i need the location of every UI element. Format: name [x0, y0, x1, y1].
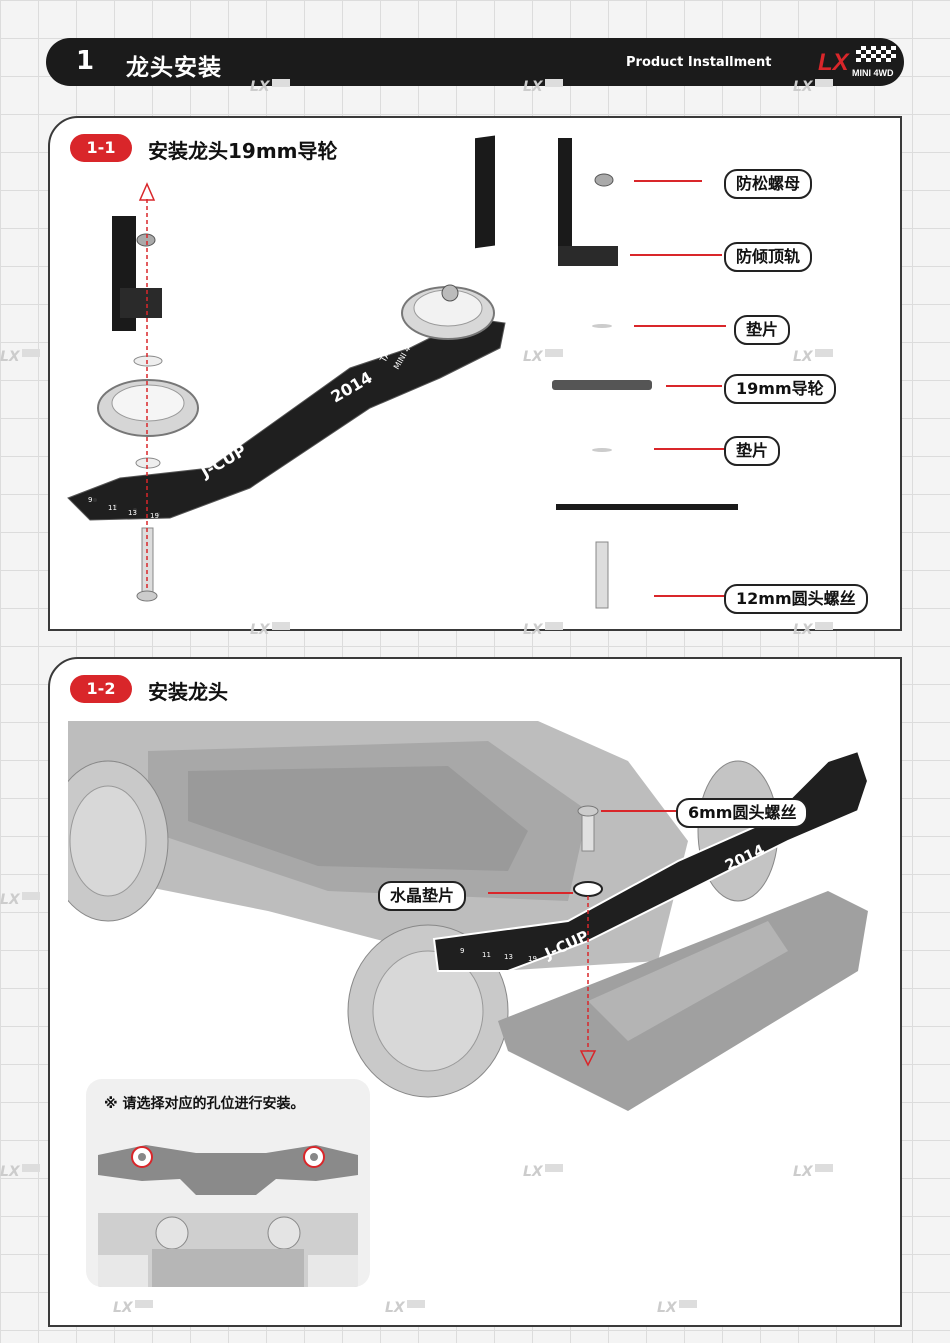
part-label-19mm-roller: 19mm导轮	[724, 374, 836, 404]
svg-text:9: 9	[460, 947, 464, 955]
lx-watermark-logo: LX	[0, 892, 40, 908]
svg-text:LX: LX	[523, 1164, 544, 1180]
label-6mm-screw: 6mm圆头螺丝	[676, 798, 809, 828]
svg-text:13: 13	[128, 509, 137, 517]
part-label-lock-nut: 防松螺母	[724, 169, 813, 199]
svg-text:LX: LX	[793, 349, 814, 365]
svg-text:11: 11	[108, 504, 117, 512]
label-crystal-spacer: 水晶垫片	[378, 881, 467, 911]
svg-text:LX: LX	[818, 49, 851, 76]
lx-watermark-logo: LX	[523, 79, 563, 95]
step-2-panel: 1-2 安装龙头 J-CUP 2014 9 11 13 19 6mm圆头螺丝	[48, 657, 902, 1327]
svg-text:9: 9	[88, 496, 92, 504]
lx-watermark-logo: LX	[0, 1164, 40, 1180]
lx-watermark-logo: LX	[793, 349, 833, 365]
lx-watermark-logo: LX	[0, 349, 40, 365]
svg-text:LX: LX	[250, 622, 271, 638]
svg-text:LX: LX	[523, 622, 544, 638]
step-title: 安装龙头	[148, 680, 228, 704]
svg-text:11: 11	[482, 951, 491, 959]
svg-text:LX: LX	[0, 349, 21, 365]
part-label-12mm-screw: 12mm圆头螺丝	[724, 584, 868, 614]
note-text: ※ 请选择对应的孔位进行安装。	[104, 1096, 305, 1112]
lx-watermark-logo: LX	[793, 1164, 833, 1180]
svg-text:LX: LX	[250, 79, 271, 95]
leader-lines	[630, 180, 726, 597]
step-badge: 1-2	[70, 675, 132, 703]
lx-watermark-logo: LX	[523, 349, 563, 365]
lx-mini4wd-logo: LX MINI 4WD	[818, 46, 896, 78]
section-header: 1 龙头安装 Product Installment LX MINI 4WD	[46, 38, 904, 86]
svg-text:LX: LX	[0, 892, 21, 908]
lx-watermark-logo: LX	[793, 622, 833, 638]
hole-selection-note: ※ 请选择对应的孔位进行安装。	[86, 1079, 370, 1287]
guide-roller-assembly-illustration: J-CUP 2014 TAMIYA MINI 4WD 9 11 13 19	[67, 135, 506, 602]
lx-watermark-logo: LX	[250, 622, 290, 638]
svg-text:LX: LX	[793, 1164, 814, 1180]
svg-text:LX: LX	[523, 349, 544, 365]
svg-text:MINI 4WD: MINI 4WD	[852, 68, 894, 78]
lx-watermark-logo: LX	[113, 1300, 153, 1316]
chassis-installation-illustration: J-CUP 2014 9 11 13 19	[68, 721, 870, 1111]
lx-watermark-logo: LX	[250, 79, 290, 95]
svg-text:LX: LX	[523, 79, 544, 95]
svg-text:19: 19	[150, 512, 159, 520]
exploded-parts-illustration	[552, 138, 738, 609]
hole-position-diagram	[98, 1145, 358, 1287]
lx-watermark-logo: LX	[793, 79, 833, 95]
section-number: 1	[76, 46, 95, 76]
lx-watermark-logo: LX	[523, 622, 563, 638]
part-label-anti-roll-rail: 防倾顶轨	[724, 242, 813, 272]
svg-text:19: 19	[528, 955, 537, 963]
step-title: 安装龙头19mm导轮	[148, 139, 338, 163]
part-label-washer-2: 垫片	[724, 436, 781, 466]
section-subtitle: Product Installment	[626, 55, 772, 70]
section-title: 龙头安装	[126, 55, 222, 81]
step-badge: 1-1	[70, 134, 132, 162]
lx-watermark-logo: LX	[657, 1300, 697, 1316]
svg-text:LX: LX	[793, 79, 814, 95]
part-label-washer: 垫片	[734, 315, 791, 345]
svg-text:LX: LX	[793, 622, 814, 638]
lx-watermark-logo: LX	[385, 1300, 425, 1316]
lx-watermark-logo: LX	[523, 1164, 563, 1180]
svg-text:13: 13	[504, 953, 513, 961]
step-1-panel: 1-1 安装龙头19mm导轮 J-CUP 2014 TAMIYA MINI 4W…	[48, 116, 902, 631]
svg-text:LX: LX	[657, 1300, 678, 1316]
svg-text:LX: LX	[113, 1300, 134, 1316]
svg-text:LX: LX	[0, 1164, 21, 1180]
svg-text:LX: LX	[385, 1300, 406, 1316]
